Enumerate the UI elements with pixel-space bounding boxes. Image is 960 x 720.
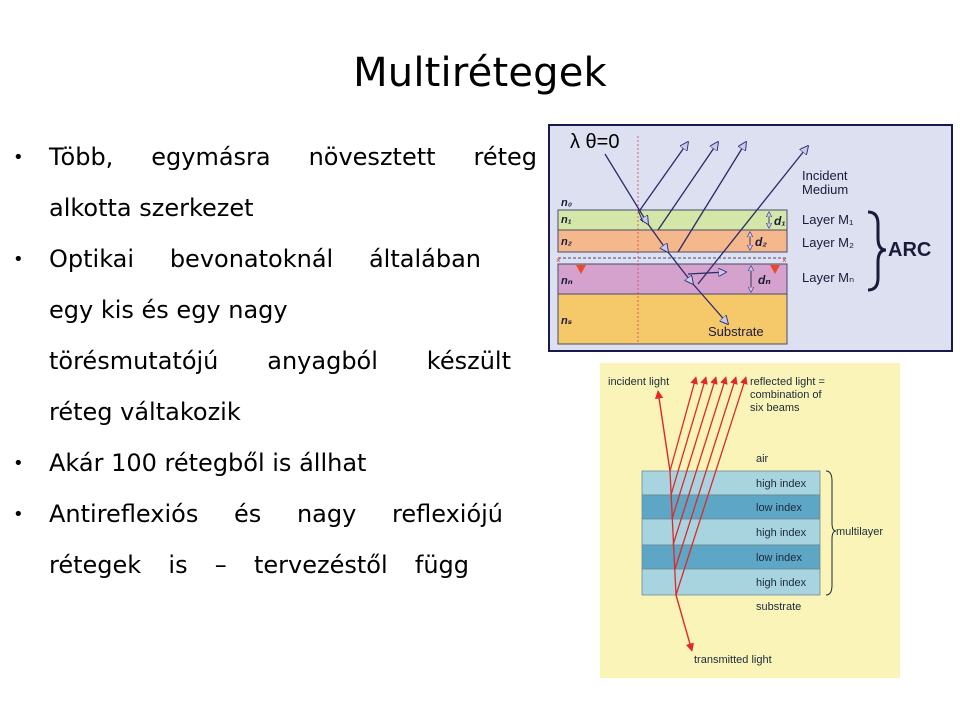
n2-label: n₂ — [561, 236, 572, 248]
layer-label: low index — [756, 502, 802, 514]
transmitted-ray — [675, 594, 694, 652]
multilayer-label: multilayer — [836, 526, 883, 538]
incident-ray — [604, 153, 648, 224]
reflected-ray — [670, 376, 708, 496]
layer-label: high index — [756, 478, 807, 490]
nn-label: nₙ — [561, 275, 573, 287]
bullet-line: törésmutatójú anyagból készült — [49, 347, 511, 375]
dn-label: dₙ — [758, 273, 771, 287]
bullet-line: Antireflexiós és nagy reflexiójú — [49, 500, 503, 528]
n0-label: n₀ — [561, 197, 572, 209]
arc-layers-figure: × × λ θ=0 n₀ n₁ n₂ nₙ nₛ d₁ d₂ dₙ Incide… — [548, 124, 953, 352]
multilayer-brace — [825, 470, 837, 596]
reflected-light-label: combination of — [750, 389, 822, 401]
multilayer-figure: high index low index high index low inde… — [600, 363, 900, 678]
bullet-item: Optikai bevonatoknál általában egy kis é… — [12, 234, 537, 438]
incident-medium-label: Medium — [802, 182, 848, 197]
arc-label: ARC — [888, 239, 931, 261]
arc-brace — [867, 210, 887, 292]
reflected-ray — [639, 142, 688, 211]
layer-m2-label: Layer M₂ — [802, 235, 854, 250]
slide-title: Multirétegek — [353, 50, 607, 96]
reflected-ray — [671, 376, 718, 520]
reflected-light-label: six beams — [750, 402, 800, 414]
n1-label: n₁ — [561, 214, 572, 226]
incident-medium-label: Incident — [802, 168, 848, 183]
d1-label: d₁ — [774, 214, 786, 228]
bullet-line: Akár 100 rétegből is állhat — [49, 449, 367, 477]
angle-label: λ θ=0 — [570, 131, 619, 153]
bullet-item: Több, egymásra növesztett réteg alkotta … — [12, 132, 537, 234]
bullet-item: Antireflexiós és nagy reflexiójú rétegek… — [12, 489, 537, 591]
bullet-list: Több, egymásra növesztett réteg alkotta … — [12, 132, 537, 591]
layer-m1-label: Layer M₁ — [802, 212, 854, 227]
layer-2 — [557, 229, 788, 253]
reflected-ray — [674, 376, 738, 570]
bullet-line: réteg váltakozik — [49, 398, 241, 426]
bullet-line: egy kis és egy nagy — [49, 296, 288, 324]
reflected-ray — [675, 376, 748, 596]
layer-1 — [557, 209, 788, 231]
layer-n — [557, 263, 788, 295]
red-marker-right — [770, 265, 780, 274]
layer-high-index — [641, 568, 821, 596]
red-marker-left — [576, 265, 586, 274]
bullet-line: rétegek is – tervezéstől függ — [49, 551, 469, 579]
layer-label: high index — [756, 527, 807, 539]
reflected-ray — [677, 142, 746, 253]
bullet-line: alkotta szerkezet — [49, 194, 254, 222]
layer-mn-label: Layer Mₙ — [802, 270, 854, 285]
substrate-layer — [557, 293, 788, 345]
reflected-light-label: reflected light = — [750, 376, 825, 388]
transmitted-light-label: transmitted light — [694, 654, 772, 666]
substrate-label: Substrate — [708, 324, 764, 339]
reflected-ray — [669, 376, 698, 472]
bullet-item: Akár 100 rétegből is állhat — [12, 438, 537, 489]
reflected-ray — [657, 142, 718, 231]
incident-ray — [654, 390, 671, 472]
incident-light-label: incident light — [608, 376, 669, 388]
svg-text:×: × — [782, 256, 787, 265]
ns-label: nₛ — [561, 315, 572, 327]
layer-label: high index — [756, 577, 807, 589]
bullet-line: Optikai bevonatoknál általában — [49, 245, 481, 273]
d2-label: d₂ — [755, 235, 767, 249]
layer-high-index — [641, 518, 821, 546]
svg-text:×: × — [556, 256, 561, 265]
layer-label: low index — [756, 552, 802, 564]
refracted-ray — [669, 470, 677, 596]
reflected-ray — [672, 376, 728, 546]
substrate-label: substrate — [756, 601, 801, 613]
air-label: air — [756, 453, 769, 465]
reflected-ray — [697, 146, 808, 285]
bullet-line: Több, egymásra növesztett réteg — [49, 143, 537, 171]
